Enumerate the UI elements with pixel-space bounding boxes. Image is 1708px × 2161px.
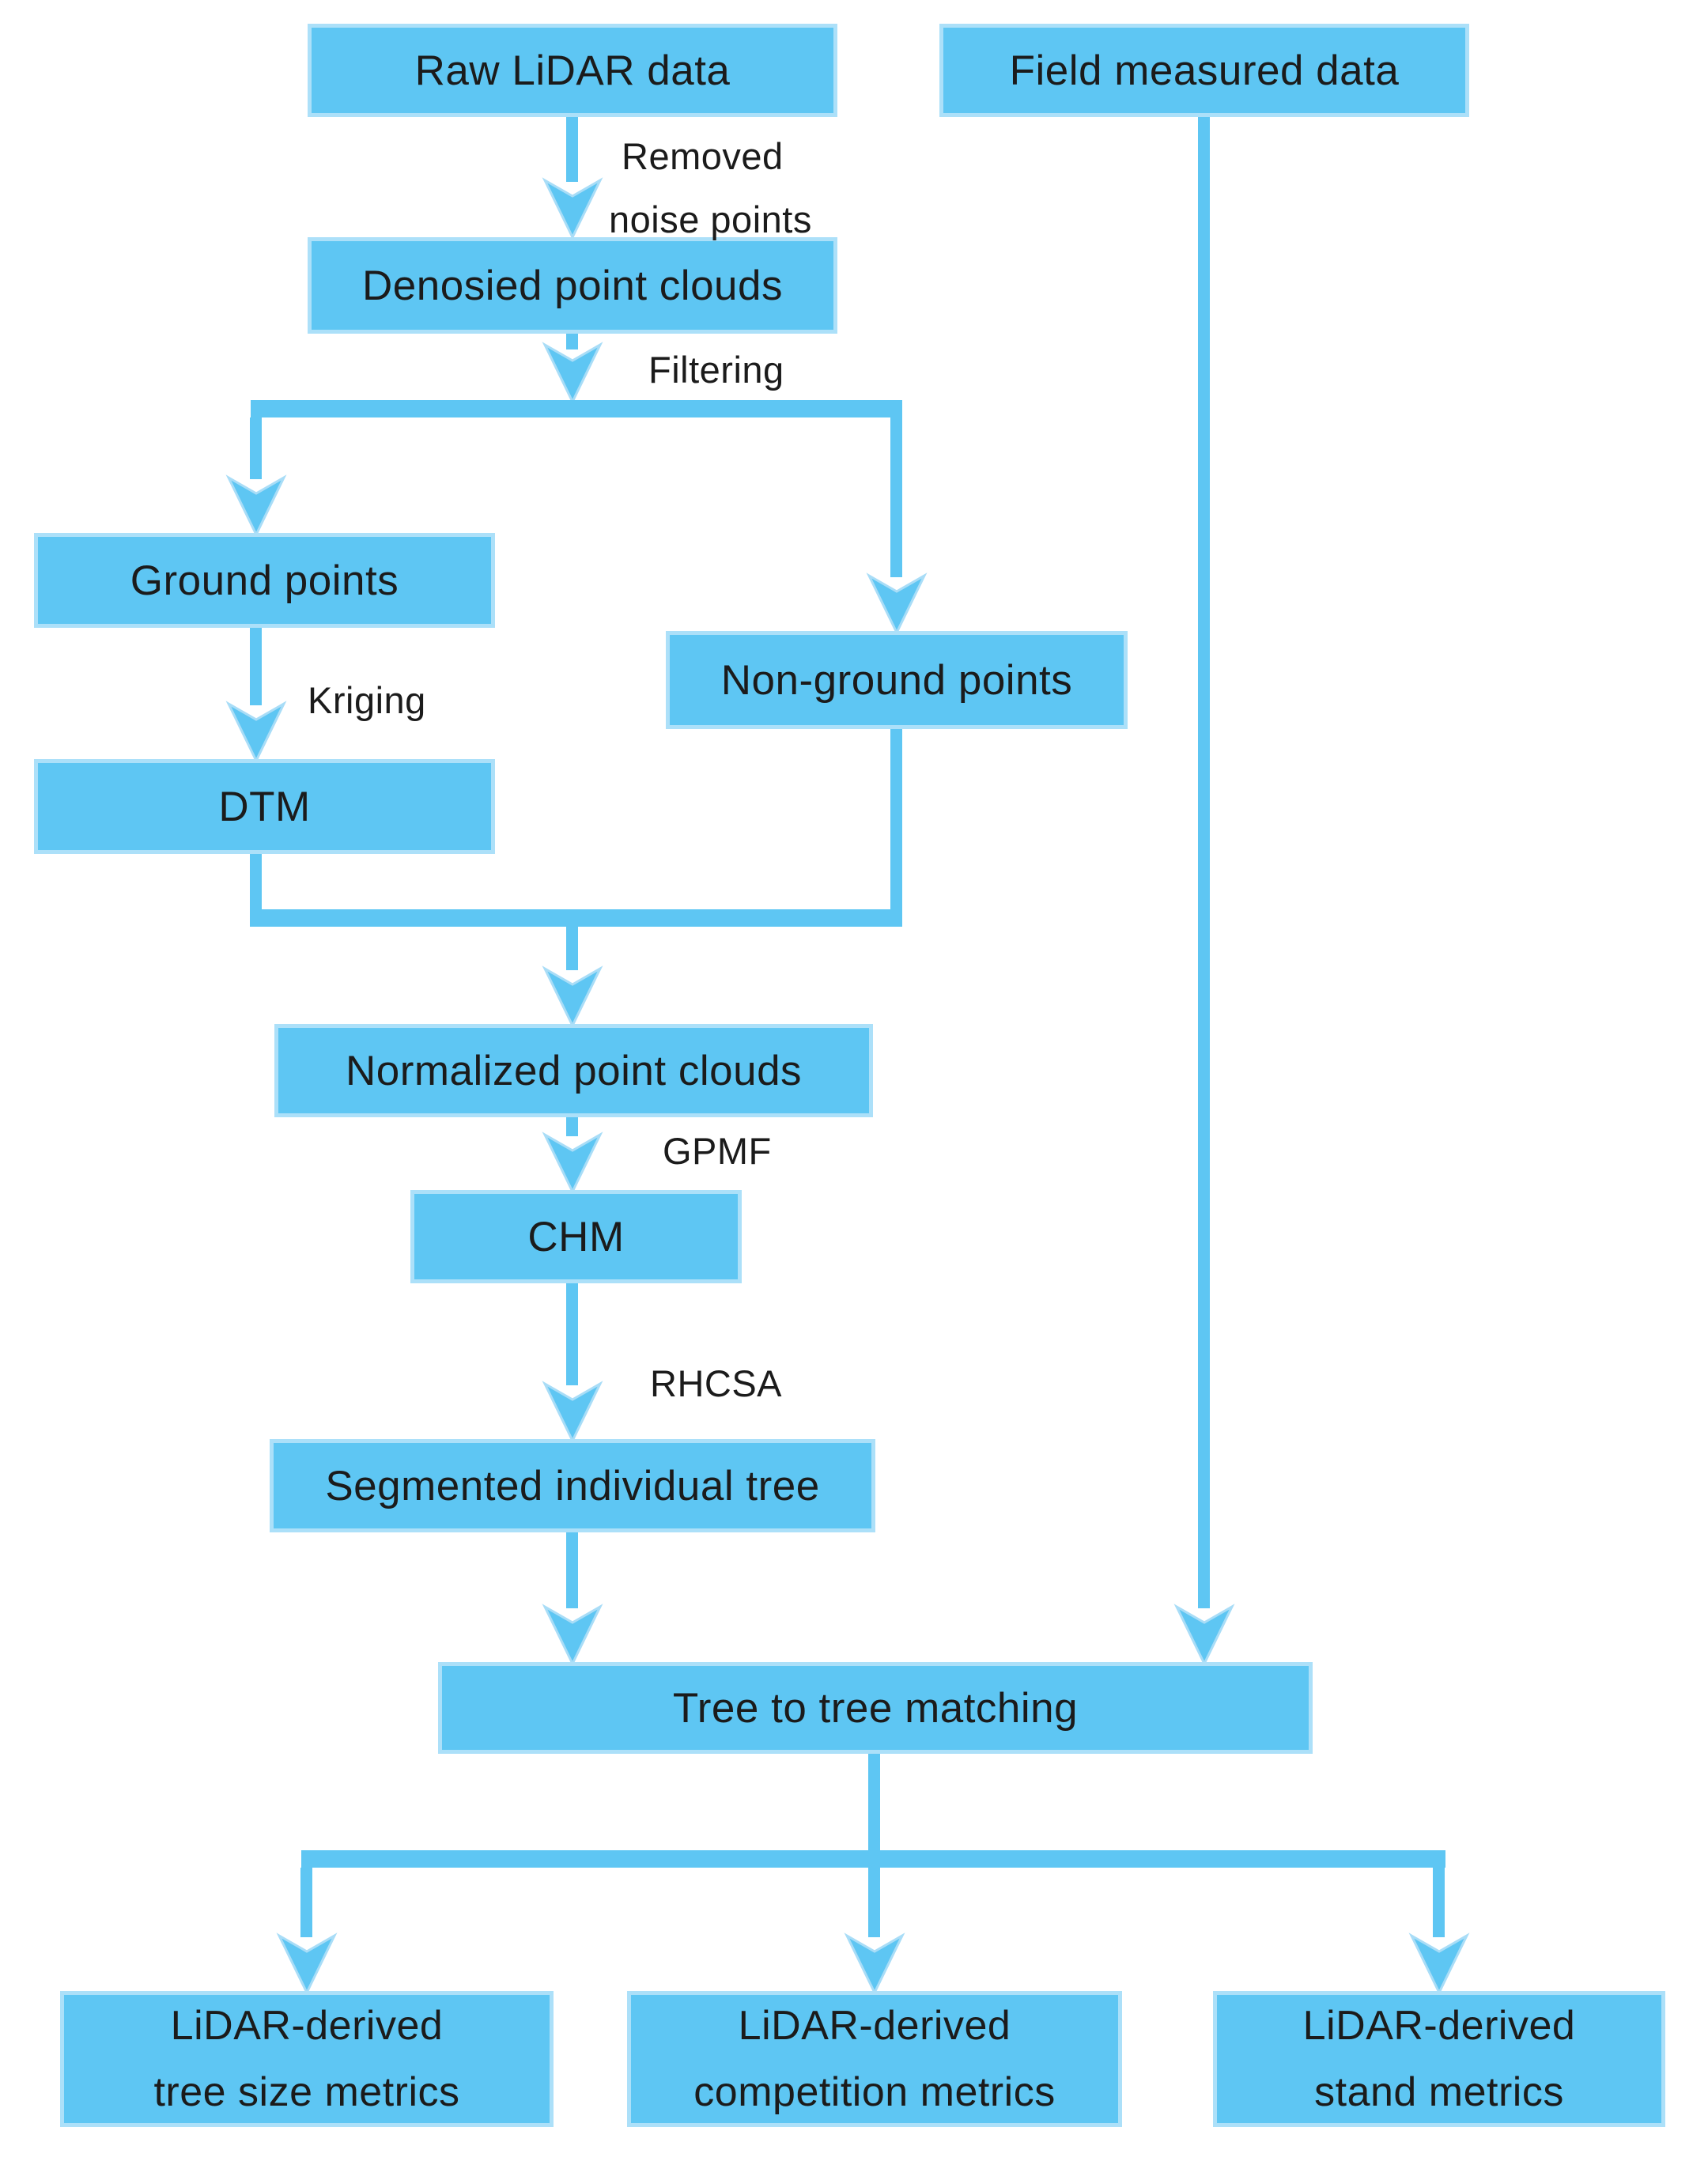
node-normalized-point-clouds: Normalized point clouds: [274, 1024, 873, 1117]
edge-distribution-to-treesize-stem: [300, 1868, 312, 1937]
edge-chm-to-segmented-arrowhead-icon: [542, 1381, 603, 1444]
node-lidar-competition-metrics-line1: LiDAR-derived: [738, 2003, 1011, 2049]
edge-ground-to-dtm-stem: [250, 628, 262, 705]
edge-nonground-to-merge-stem: [890, 729, 902, 927]
node-tree-to-tree-matching: Tree to tree matching: [438, 1662, 1313, 1754]
edge-normalized-to-chm-arrowhead-icon: [542, 1132, 603, 1195]
node-segmented-individual-tree: Segmented individual tree: [270, 1439, 875, 1532]
node-lidar-tree-size-metrics-line2: tree size metrics: [153, 2069, 460, 2115]
edge-label-filtering: Filtering: [648, 349, 784, 391]
edge-split-to-ground-stem: [250, 417, 262, 479]
node-lidar-stand-metrics-line2: stand metrics: [1314, 2069, 1564, 2115]
merge-bar: [251, 909, 902, 927]
node-lidar-stand-metrics: LiDAR-derived stand metrics: [1213, 1991, 1665, 2127]
node-lidar-competition-metrics-line2: competition metrics: [693, 2069, 1056, 2115]
node-dtm: DTM: [34, 759, 495, 854]
edge-distribution-to-stand-arrowhead-icon: [1408, 1932, 1470, 1996]
distribution-bar: [301, 1850, 1445, 1868]
node-denosied-point-clouds: Denosied point clouds: [308, 237, 837, 334]
edge-label-kriging: Kriging: [308, 679, 426, 721]
edge-chm-to-segmented-stem: [566, 1283, 578, 1385]
edge-label-removed-noise-points: Removed noise points: [609, 125, 812, 251]
edge-segmented-to-matching-stem: [566, 1532, 578, 1608]
edge-raw-to-denosied-stem: [566, 117, 578, 182]
node-lidar-competition-metrics: LiDAR-derived competition metrics: [627, 1991, 1122, 2127]
edge-denosied-to-split-stem: [566, 334, 578, 349]
edge-label-gpmf: GPMF: [663, 1130, 772, 1172]
edge-label-rhcsa: RHCSA: [650, 1362, 783, 1404]
node-field-measured-data: Field measured data: [939, 24, 1469, 117]
edge-distribution-to-stand-stem: [1433, 1868, 1445, 1937]
edge-merge-to-normalized-arrowhead-icon: [542, 965, 603, 1029]
edge-field-to-matching-stem: [1198, 117, 1210, 1608]
edge-merge-to-normalized-stem: [566, 927, 578, 970]
edge-field-to-matching-arrowhead-icon: [1173, 1604, 1235, 1667]
node-lidar-stand-metrics-line1: LiDAR-derived: [1302, 2003, 1576, 2049]
node-non-ground-points: Non-ground points: [666, 631, 1128, 729]
edge-normalized-to-chm-stem: [566, 1117, 578, 1136]
edge-segmented-to-matching-arrowhead-icon: [542, 1604, 603, 1667]
edge-distribution-to-treesize-arrowhead-icon: [276, 1932, 338, 1996]
edge-label-removed-line2: noise points: [609, 198, 812, 240]
edge-matching-to-competition-arrowhead-icon: [844, 1932, 905, 1996]
connector-group: [225, 117, 1470, 1996]
node-raw-lidar-data: Raw LiDAR data: [308, 24, 837, 117]
edge-matching-to-competition-stem: [868, 1754, 880, 1937]
edge-split-to-nonground-stem: [890, 417, 902, 577]
edge-split-to-nonground-arrowhead-icon: [866, 572, 928, 636]
edge-raw-to-denosied-arrowhead-icon: [542, 177, 603, 240]
split-bar: [251, 400, 902, 417]
edge-label-removed-line1: Removed: [622, 135, 784, 177]
edge-denosied-to-split-arrowhead-icon: [542, 342, 603, 405]
node-ground-points: Ground points: [34, 533, 495, 628]
node-lidar-tree-size-metrics-line1: LiDAR-derived: [170, 2003, 444, 2049]
node-lidar-tree-size-metrics: LiDAR-derived tree size metrics: [60, 1991, 554, 2127]
edge-ground-to-dtm-arrowhead-icon: [225, 701, 287, 764]
edge-split-to-ground-arrowhead-icon: [225, 474, 287, 538]
node-chm: CHM: [410, 1190, 742, 1283]
edge-dtm-to-merge-stem: [250, 854, 262, 927]
